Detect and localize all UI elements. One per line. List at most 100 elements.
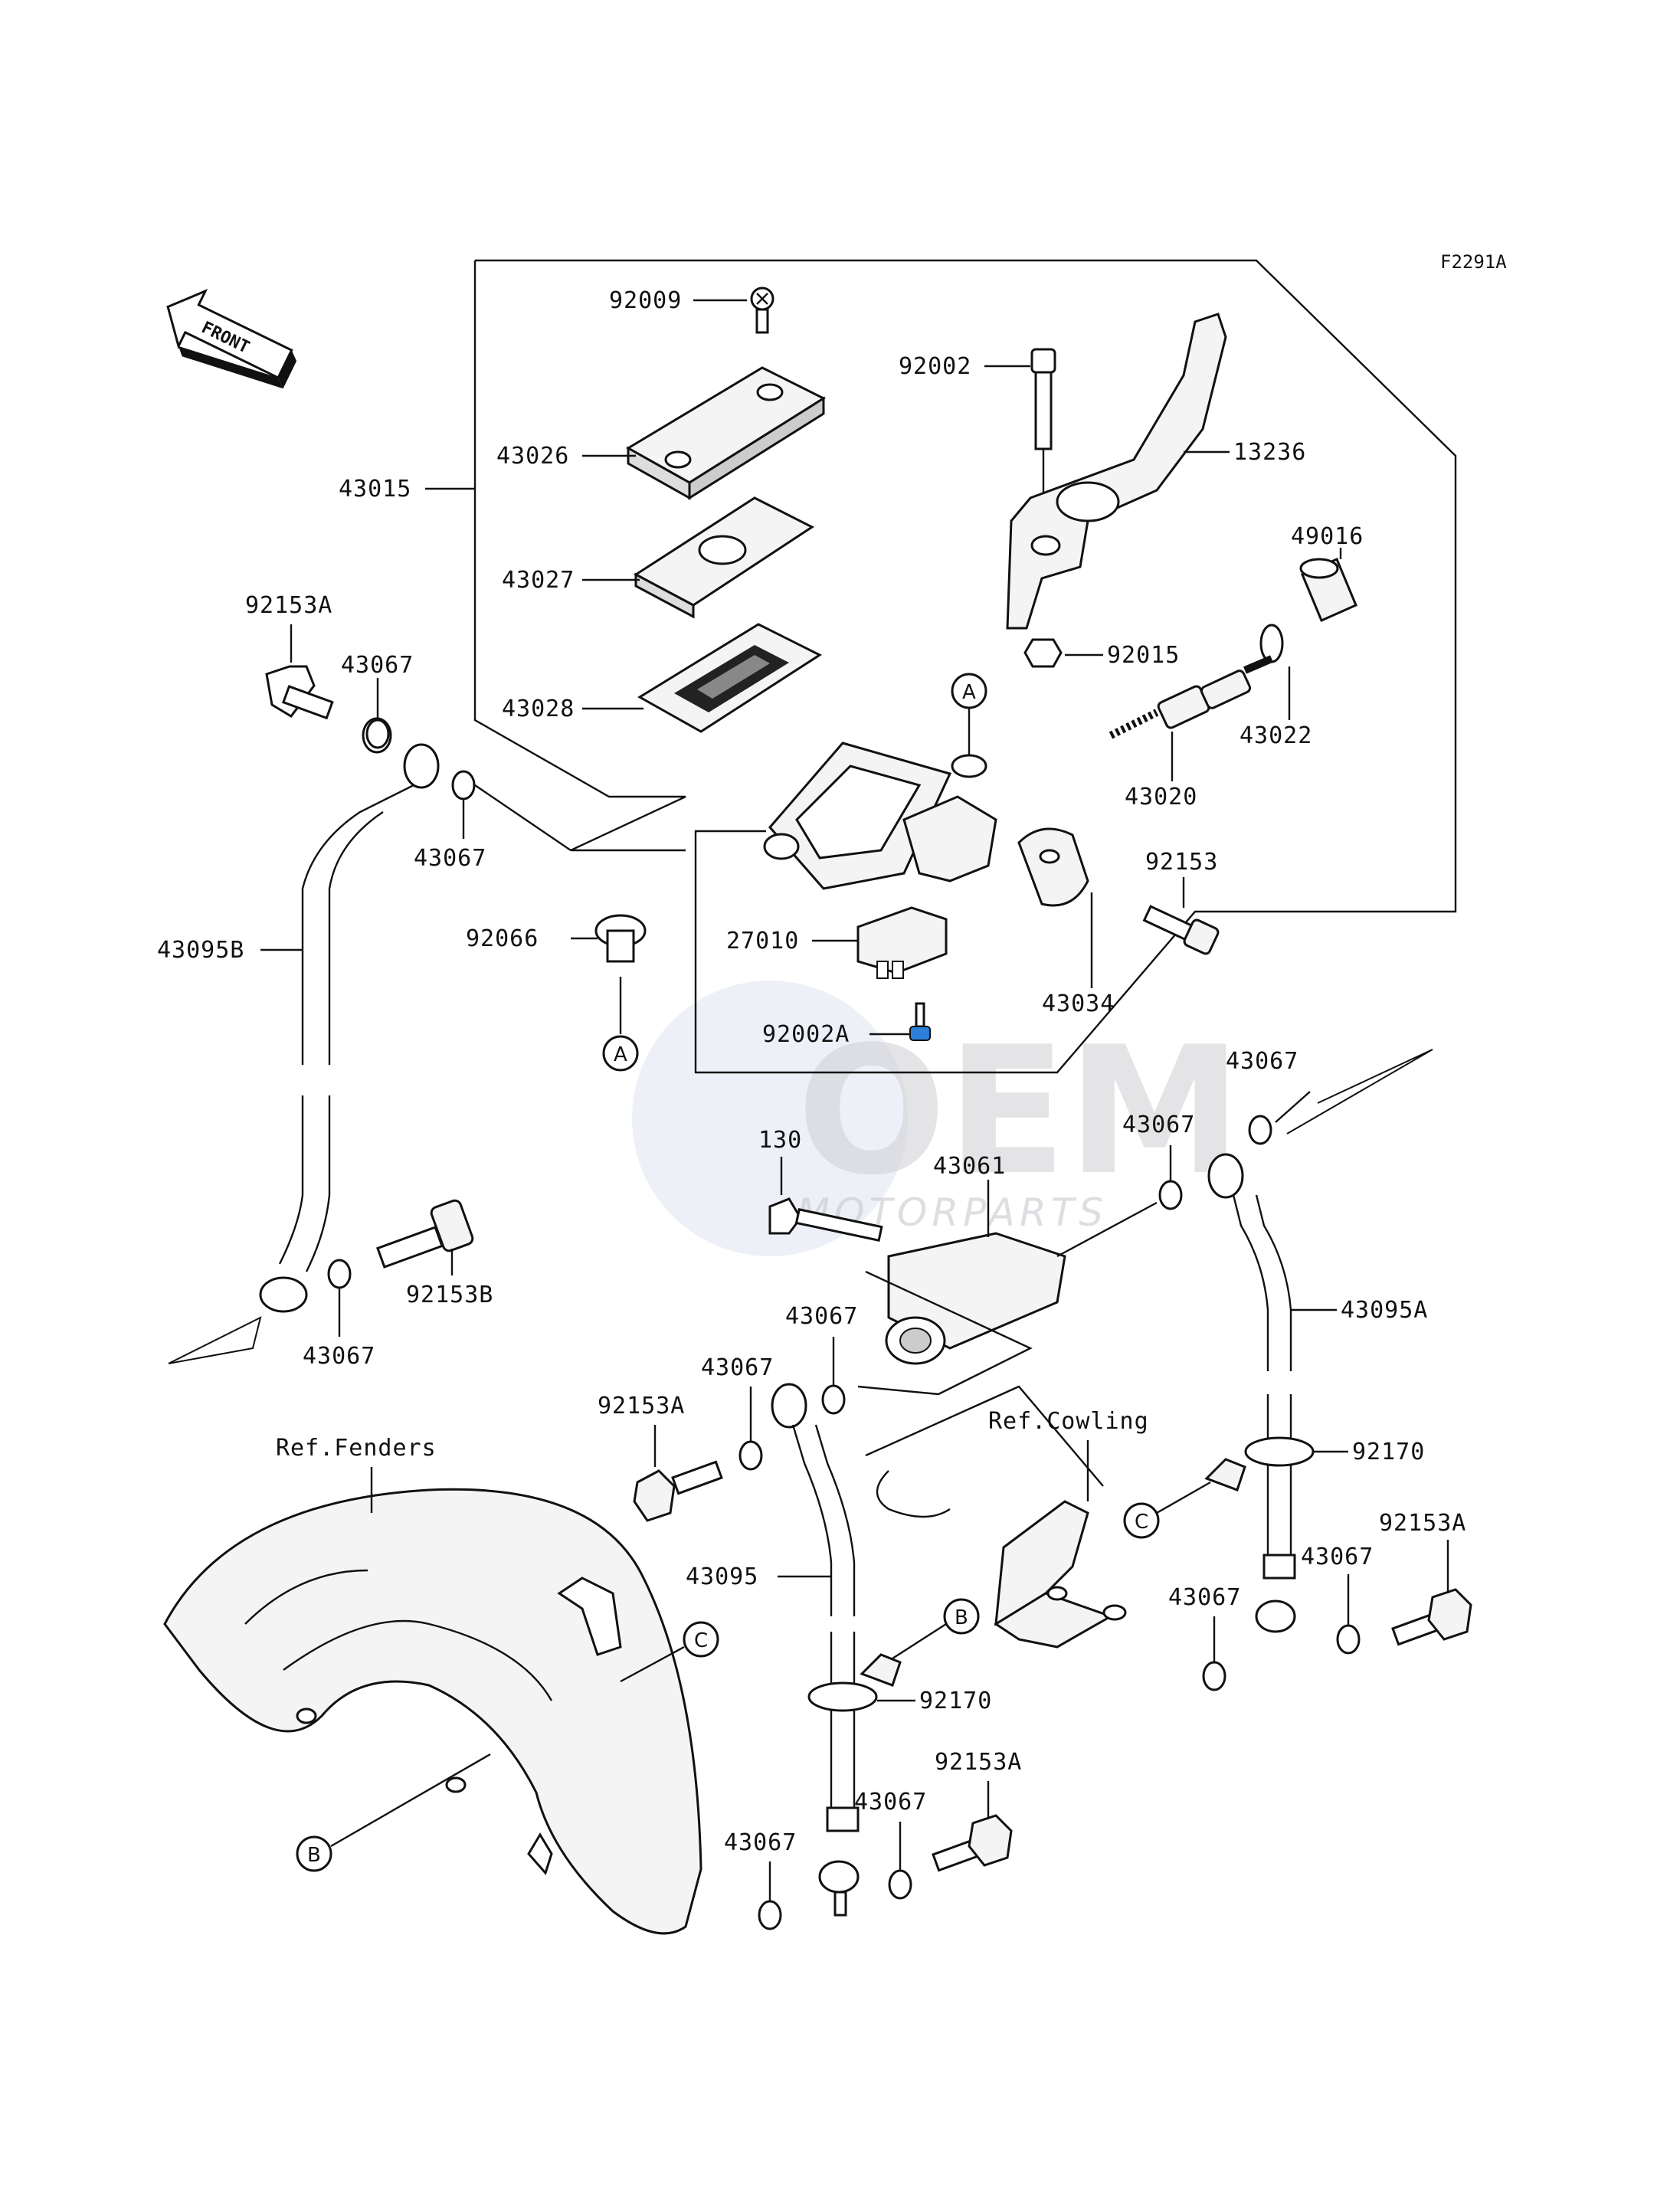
leader-43067-e <box>1275 1091 1311 1123</box>
washer-43067-i <box>738 1440 763 1471</box>
washer-43067-b <box>451 770 476 801</box>
callout-b-right <box>943 1598 980 1635</box>
bolt-130 <box>768 1197 883 1243</box>
reservoir-cap-43026 <box>626 366 827 500</box>
piston-43020 <box>1109 655 1273 739</box>
label-92153A-mid: 92153A <box>598 1393 685 1419</box>
circlip-43022 <box>1259 624 1284 663</box>
callout-c-right <box>1123 1502 1160 1539</box>
banjo-bolt-92153B <box>376 1199 474 1269</box>
label-43095A: 43095A <box>1341 1297 1428 1324</box>
label-43022: 43022 <box>1240 722 1312 749</box>
hose-43095A <box>1207 1153 1315 1633</box>
screw-92009 <box>750 286 775 334</box>
bolt-92153A-right <box>1391 1588 1472 1646</box>
clamp-43034 <box>1017 827 1089 907</box>
label-43067-a: 43067 <box>341 652 414 679</box>
joint-outline <box>857 1270 1033 1396</box>
label-92170-right: 92170 <box>1352 1439 1425 1465</box>
hose-43095 <box>771 1383 878 1917</box>
bolt-92153A-mid <box>633 1460 723 1522</box>
label-92153B: 92153B <box>406 1282 493 1308</box>
callout-b-fender <box>296 1835 332 1872</box>
label-43095: 43095 <box>686 1563 758 1590</box>
cap-92066 <box>594 914 647 963</box>
washer-43067-c <box>327 1259 352 1289</box>
leader-callout-c-right <box>1156 1481 1211 1514</box>
callout-c-right-label: C <box>1135 1511 1148 1534</box>
label-43034: 43034 <box>1042 990 1115 1017</box>
switch-27010 <box>856 906 948 979</box>
assembly-outline <box>475 259 1457 1074</box>
leader-43067-b-link <box>474 784 571 851</box>
label-92002: 92002 <box>899 353 971 380</box>
nut-92015 <box>1023 638 1063 668</box>
label-13236: 13236 <box>1233 439 1306 466</box>
label-43061: 43061 <box>933 1153 1006 1180</box>
watermark: OEM MOTORPARTS <box>632 981 1243 1256</box>
label-43067-i: 43067 <box>701 1354 774 1381</box>
clip-bottom <box>860 1653 902 1687</box>
front-fender <box>163 1488 702 1935</box>
washer-43067-g <box>1202 1661 1226 1691</box>
label-43067-k: 43067 <box>724 1829 797 1856</box>
joint-43061 <box>885 1232 1066 1365</box>
washer-43067-e <box>1248 1115 1272 1145</box>
label-92153: 92153 <box>1145 849 1218 876</box>
cowling-outline <box>865 1385 1104 1487</box>
ref-fenders: Ref.Fenders <box>276 1435 437 1462</box>
label-92066: 92066 <box>466 925 539 952</box>
label-43067-j: 43067 <box>854 1789 927 1816</box>
clip-right <box>1204 1458 1246 1491</box>
callout-a-upper <box>951 673 987 709</box>
washer-43067-f <box>1336 1624 1361 1655</box>
front-arrow-icon: FRONT <box>166 289 297 389</box>
cowling-bracket <box>876 1470 1127 1649</box>
plate-43027 <box>634 496 814 619</box>
label-43067-c: 43067 <box>303 1343 375 1370</box>
watermark-brand: OEM <box>797 1010 1243 1214</box>
master-cylinder-body <box>763 742 997 890</box>
diaphragm-43028 <box>637 623 823 733</box>
callout-a-upper-label: A <box>962 681 976 704</box>
label-92015: 92015 <box>1107 642 1180 669</box>
label-43067-f: 43067 <box>1301 1544 1374 1570</box>
boot-49016 <box>1299 558 1357 622</box>
ref-cowling: Ref.Cowling <box>988 1408 1149 1435</box>
label-43067-h: 43067 <box>785 1303 858 1330</box>
callout-a-lower <box>602 1035 639 1072</box>
label-43095B: 43095B <box>157 937 244 964</box>
washer-43067-a <box>365 719 390 749</box>
label-43067-e: 43067 <box>1226 1048 1298 1075</box>
washer-43067-h <box>821 1384 846 1415</box>
label-43067-g: 43067 <box>1168 1584 1241 1611</box>
label-43028: 43028 <box>502 696 575 722</box>
label-92153A-bottom: 92153A <box>935 1749 1022 1776</box>
label-43067-b: 43067 <box>414 845 486 872</box>
label-130: 130 <box>758 1127 802 1154</box>
callout-c-fender <box>683 1621 719 1658</box>
callout-b-fender-label: B <box>307 1844 321 1867</box>
bolt-92153 <box>1142 905 1220 955</box>
label-43027: 43027 <box>502 567 575 594</box>
label-43015: 43015 <box>339 476 411 503</box>
pivot-bolt-92002 <box>1030 348 1056 529</box>
arrow-right <box>1286 1049 1433 1135</box>
arrow-left <box>168 1316 262 1364</box>
washer-43067-d <box>1158 1180 1183 1210</box>
leader-callout-c-fender <box>620 1645 685 1683</box>
label-92153A-top: 92153A <box>245 592 332 619</box>
hose-43095B <box>259 665 440 1313</box>
assembly-outline-left <box>473 260 686 852</box>
callout-a-lower-label: A <box>614 1043 627 1066</box>
label-27010: 27010 <box>726 928 799 954</box>
label-92170-bottom: 92170 <box>919 1688 992 1714</box>
leader-43067-d-link <box>1056 1201 1158 1258</box>
bolt-92153A-bottom <box>932 1814 1013 1872</box>
label-92009: 92009 <box>609 287 682 314</box>
washer-43067-j <box>888 1869 912 1900</box>
washer-43067-k <box>758 1900 782 1930</box>
diagram-code: F2291A <box>1440 251 1507 273</box>
label-43067-d: 43067 <box>1122 1112 1195 1138</box>
